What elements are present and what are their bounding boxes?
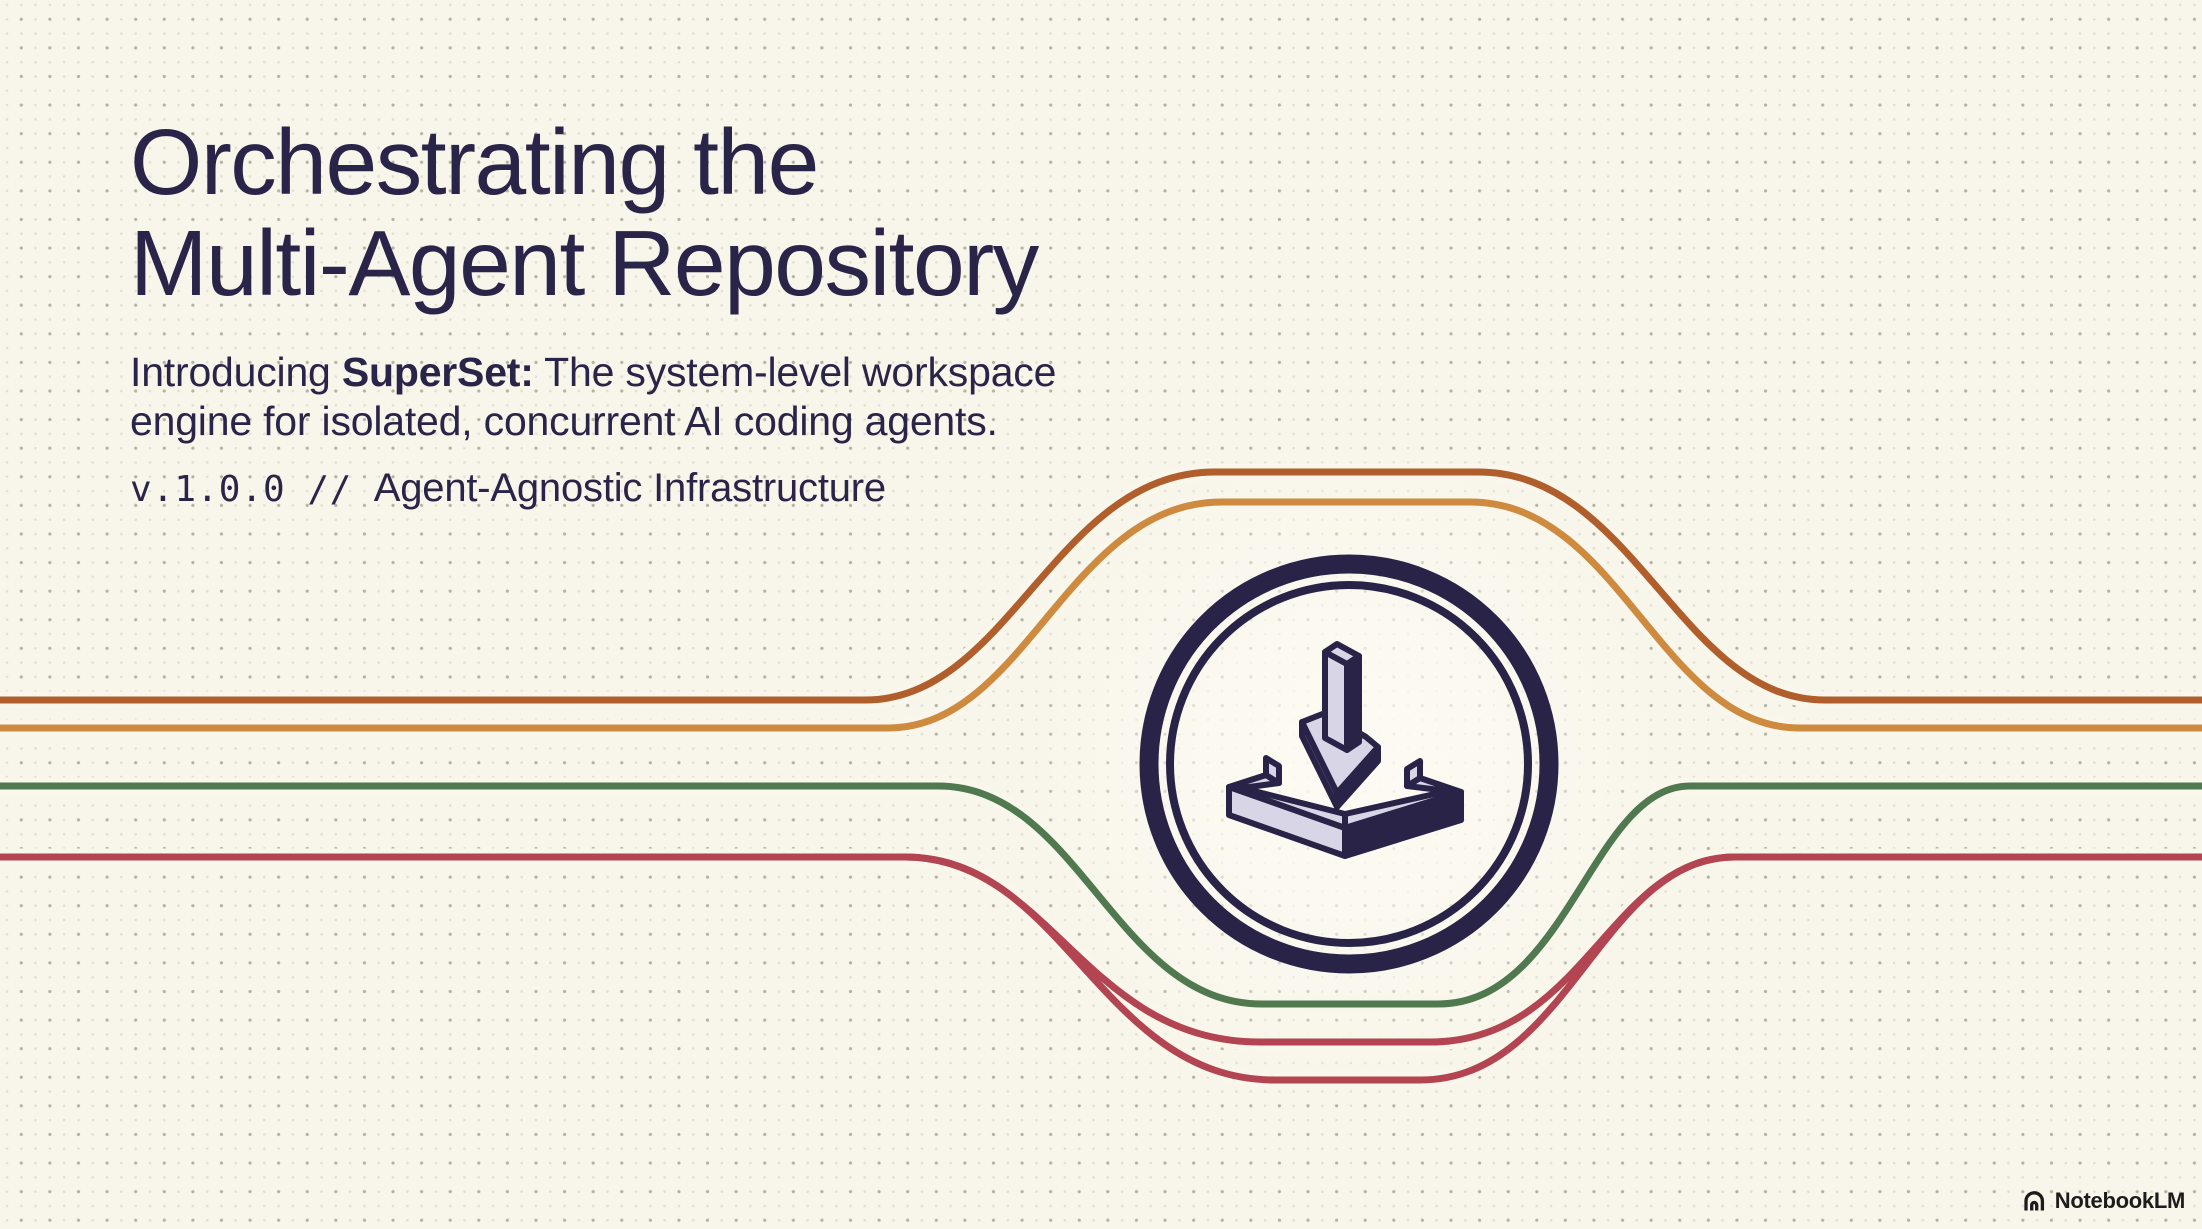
notebooklm-logo-icon <box>2024 1191 2044 1211</box>
hub-outer-ring <box>1139 554 1559 974</box>
title-line-2: Multi-Agent Repository <box>130 211 1039 315</box>
notebooklm-logo-text: NotebookLM <box>2054 1188 2186 1213</box>
notebooklm-watermark: NotebookLM <box>2022 1188 2185 1214</box>
arrow-shaft-left-face <box>1322 649 1350 753</box>
version-line: v.1.0.0 // Agent-Agnostic Infrastructure <box>130 466 886 511</box>
tray-hook-cap-left <box>1263 755 1282 786</box>
subtitle-line-2: engine for isolated, concurrent AI codin… <box>130 398 998 444</box>
product-name: SuperSet: <box>341 349 534 395</box>
tray-hook-cap-right <box>1404 758 1423 789</box>
flow-line-orange-light <box>0 498 2202 732</box>
subtitle: Introducing SuperSet: The system-level w… <box>130 348 1056 446</box>
tray-wall-front-right <box>1342 789 1464 859</box>
version-number: v.1.0.0 // <box>130 469 352 510</box>
page-title: Orchestrating the Multi-Agent Repository <box>130 110 1039 315</box>
flow-line-orange-dark <box>0 468 2202 704</box>
flow-lines <box>0 468 2202 1084</box>
arrow-shaft-right-face <box>1344 653 1362 753</box>
subtitle-line-1: Introducing SuperSet: The system-level w… <box>130 349 1057 395</box>
flow-line-green <box>0 782 2202 1008</box>
hub-inner-ring <box>1166 581 1532 947</box>
hub-circle <box>1139 554 1559 974</box>
title-line-1: Orchestrating the <box>130 110 819 214</box>
download-icon <box>1226 641 1464 859</box>
arrow-shaft-top-face <box>1322 641 1362 667</box>
version-tagline: Agent-Agnostic Infrastructure <box>373 466 886 510</box>
flow-line-red-lower <box>904 853 1736 1084</box>
